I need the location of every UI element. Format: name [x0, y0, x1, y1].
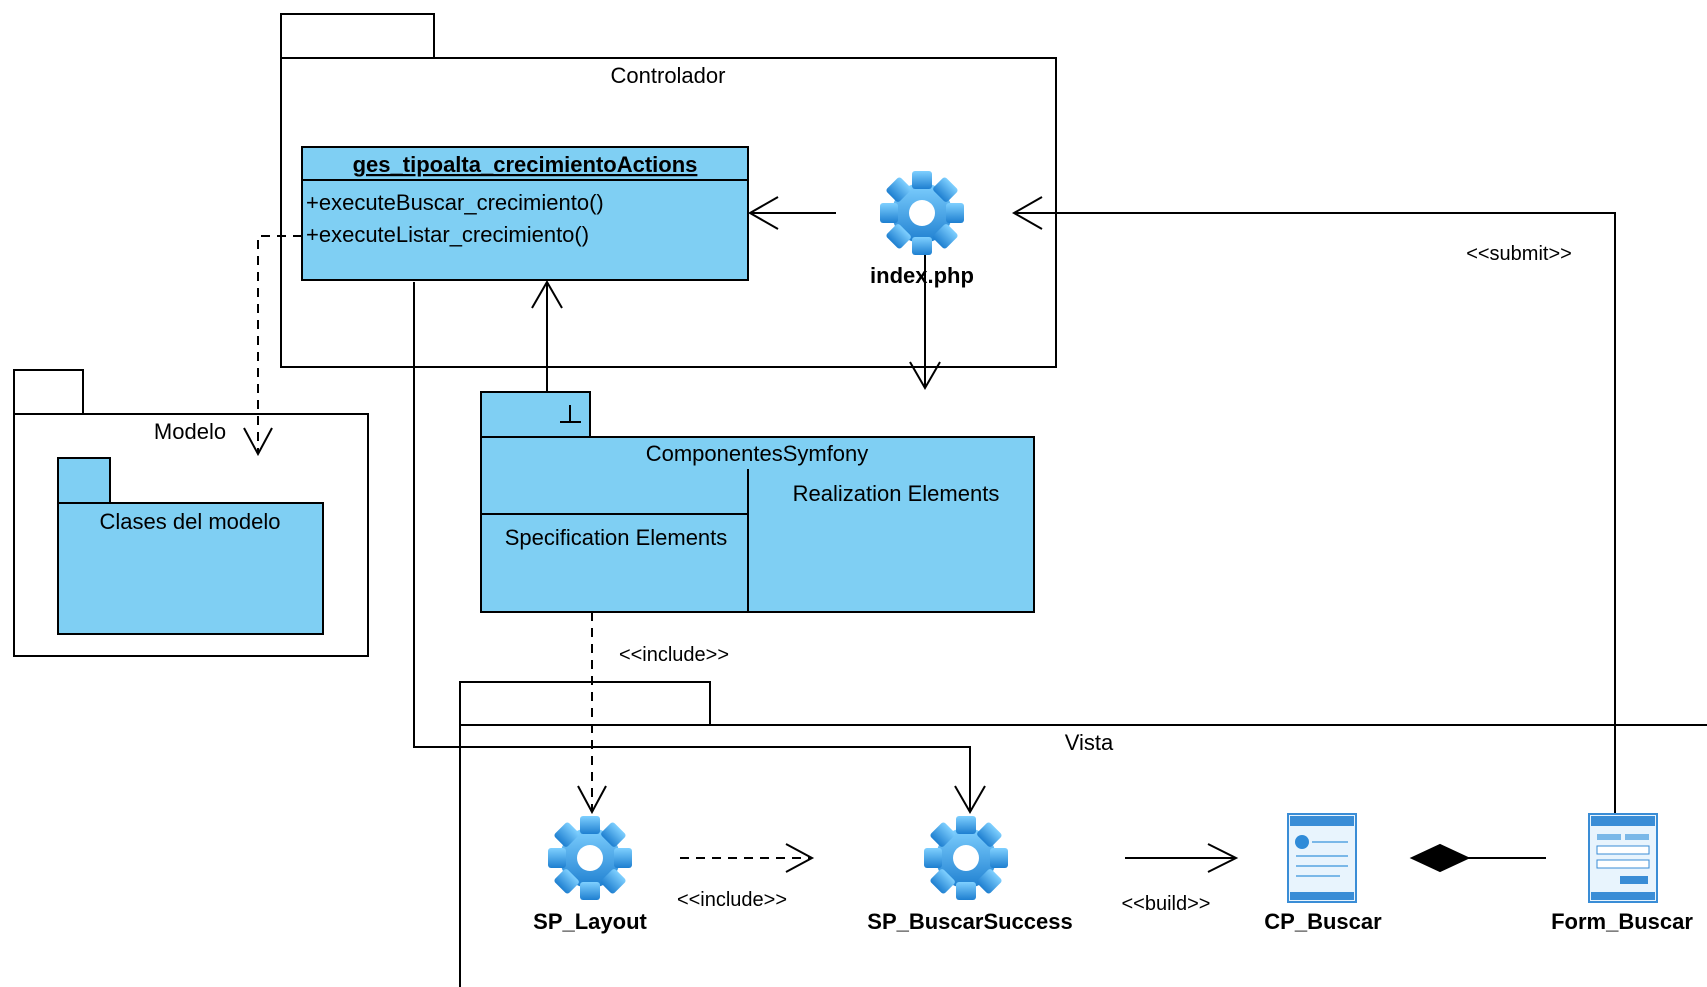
stereotype-build: <<build>>: [1122, 893, 1211, 915]
package-clases-modelo-label: Clases del modelo: [100, 509, 281, 534]
package-modelo[interactable]: Modelo Clases del modelo: [13, 369, 369, 657]
component-form-buscar-label: Form_Buscar: [1551, 909, 1693, 934]
subsystem-componentes-symfony[interactable]: ComponentesSymfony Realization Elements …: [480, 391, 1035, 613]
web-page-icon: [1287, 813, 1357, 903]
component-index-php-label: index.php: [870, 263, 974, 288]
stereotype-include-top: <<include>>: [619, 644, 729, 666]
subsystem-fork-icon: [560, 405, 581, 423]
package-vista-label: Vista: [1065, 730, 1114, 755]
association-submit: [1014, 212, 1616, 817]
subsystem-specification-label: Specification Elements: [505, 525, 728, 550]
component-cp-buscar-label: CP_Buscar: [1264, 909, 1382, 934]
class-method-listar: +executeListar_crecimiento(): [306, 222, 589, 247]
component-sp-layout[interactable]: SP_Layout: [533, 816, 648, 934]
stereotype-submit: <<submit>>: [1466, 243, 1572, 265]
stereotype-include-bottom: <<include>>: [677, 889, 787, 911]
subsystem-name: ComponentesSymfony: [646, 441, 869, 466]
class-method-buscar: +executeBuscar_crecimiento(): [306, 190, 604, 215]
package-modelo-label: Modelo: [154, 419, 226, 444]
package-vista[interactable]: Vista: [459, 681, 1707, 987]
gear-icon: [548, 816, 632, 900]
web-form-icon: [1588, 813, 1658, 903]
component-form-buscar[interactable]: Form_Buscar: [1551, 813, 1693, 934]
component-sp-layout-label: SP_Layout: [533, 909, 647, 934]
package-controlador-label: Controlador: [611, 63, 726, 88]
gear-icon: [924, 816, 1008, 900]
class-name: ges_tipoalta_crecimientoActions: [353, 152, 698, 177]
gear-icon: [880, 171, 964, 255]
component-sp-buscar-success-label: SP_BuscarSuccess: [867, 909, 1072, 934]
composition-diamond: [1409, 843, 1471, 873]
class-ges-tipoalta-crecimiento-actions[interactable]: ges_tipoalta_crecimientoActions +execute…: [301, 146, 749, 281]
component-cp-buscar[interactable]: CP_Buscar: [1264, 813, 1382, 934]
package-clases-modelo[interactable]: [57, 502, 324, 635]
component-sp-buscar-success[interactable]: SP_BuscarSuccess: [867, 816, 1073, 934]
subsystem-realization-label: Realization Elements: [793, 481, 1000, 506]
connectors: [243, 196, 1616, 873]
association-class-to-success: [413, 282, 971, 812]
component-index-php[interactable]: index.php: [870, 171, 974, 288]
